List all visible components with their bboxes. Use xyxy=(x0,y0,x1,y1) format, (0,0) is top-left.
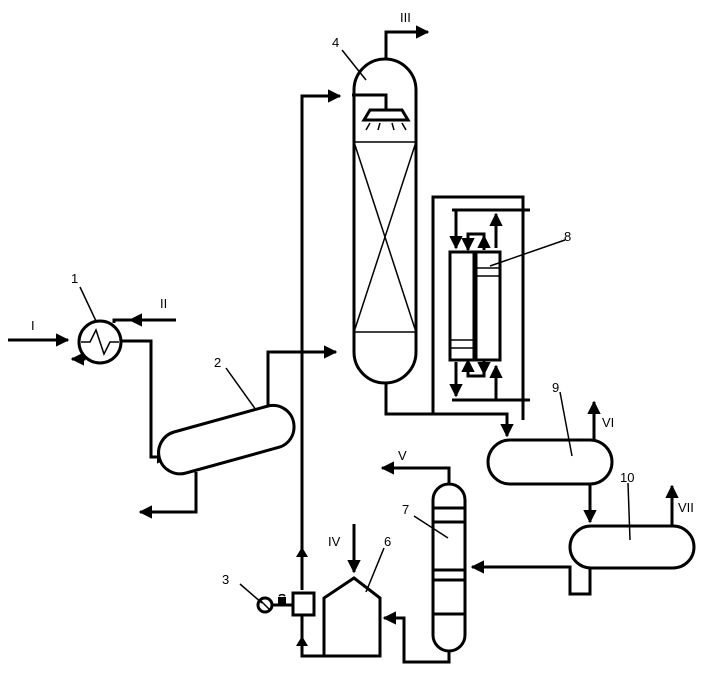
furnace-6 xyxy=(322,576,382,658)
label-stream-i: I xyxy=(31,318,35,333)
label-equipment-9: 9 xyxy=(552,380,559,395)
label-stream-iv: IV xyxy=(328,534,341,549)
label-equipment-8: 8 xyxy=(564,229,571,244)
regenerator-8 xyxy=(431,195,530,420)
furnace-to-pump xyxy=(300,620,324,658)
absorbent-return-line xyxy=(300,89,342,590)
label-equipment-4: 4 xyxy=(332,35,339,50)
label-stream-ii: II xyxy=(160,296,167,311)
spray-nozzle xyxy=(361,108,411,131)
receiver-9 xyxy=(486,438,614,486)
label-stream-vi: VI xyxy=(602,415,614,430)
leader-lines xyxy=(79,49,631,604)
separator-to-absorber xyxy=(266,345,338,406)
hx-coolant-out xyxy=(70,352,86,366)
label-stream-iii: III xyxy=(400,10,411,25)
label-equipment-7: 7 xyxy=(402,502,409,517)
column-to-furnace xyxy=(382,611,451,664)
absorber-bottom-outlet xyxy=(384,384,433,416)
receiver-10 xyxy=(568,524,696,570)
spray-feed-line xyxy=(352,93,388,110)
hx-coolant-in xyxy=(112,318,130,323)
absorber-4 xyxy=(352,57,418,385)
label-stream-vii: VII xyxy=(678,500,694,515)
separator-bottom-outlet xyxy=(138,472,198,519)
label-equipment-3: 3 xyxy=(222,572,229,587)
column-7 xyxy=(431,482,467,653)
label-stream-v: V xyxy=(398,448,407,463)
regenerator-to-receiver-9 xyxy=(433,412,514,438)
pump-3 xyxy=(256,591,316,625)
separator-2 xyxy=(157,403,296,476)
stream-v-line xyxy=(380,461,451,484)
absorber-gas-outlet xyxy=(384,25,430,59)
label-equipment-2: 2 xyxy=(214,355,221,370)
label-equipment-6: 6 xyxy=(384,534,391,549)
label-equipment-1: 1 xyxy=(71,271,78,286)
label-equipment-10: 10 xyxy=(620,470,634,485)
receiver-10-to-column xyxy=(470,560,592,596)
